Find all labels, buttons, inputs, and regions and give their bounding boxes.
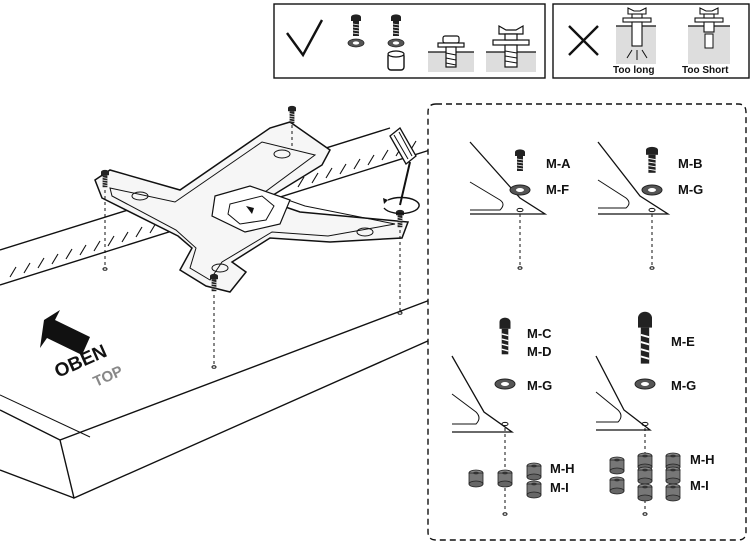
label-m-h-2: M-H bbox=[690, 452, 715, 467]
label-m-f: M-F bbox=[546, 182, 569, 197]
too-short-icon bbox=[688, 7, 730, 64]
mounting-plate bbox=[94, 105, 410, 369]
detail-mc-md: M-C M-D M-G M-H M-I bbox=[451, 316, 575, 516]
too-long-icon bbox=[616, 7, 656, 64]
incorrect-usage-panel: Too long Too Short bbox=[552, 3, 750, 79]
label-m-g-1: M-G bbox=[678, 182, 703, 197]
too-short-label: Too Short bbox=[682, 65, 729, 76]
check-icon bbox=[286, 19, 324, 58]
detail-ma-mf: M-A M-F bbox=[469, 141, 571, 270]
cross-icon bbox=[568, 25, 599, 56]
detail-me: M-E M-G M-H M-I bbox=[595, 310, 715, 516]
label-m-c: M-C bbox=[527, 326, 552, 341]
label-m-i-1: M-I bbox=[550, 480, 569, 495]
label-m-d: M-D bbox=[527, 344, 552, 359]
detail-panel: M-A M-F M-B M-G M- bbox=[427, 103, 747, 541]
label-m-g-3: M-G bbox=[671, 378, 696, 393]
label-m-a: M-A bbox=[546, 156, 571, 171]
up-arrow-icon bbox=[40, 310, 90, 355]
label-m-i-2: M-I bbox=[690, 478, 709, 493]
detail-mb-mg: M-B M-G bbox=[597, 141, 703, 270]
label-m-g-2: M-G bbox=[527, 378, 552, 393]
too-long-label: Too long bbox=[613, 65, 654, 76]
screw-washer-spacer-icon bbox=[387, 13, 405, 71]
label-m-h-1: M-H bbox=[550, 461, 575, 476]
label-m-b: M-B bbox=[678, 156, 703, 171]
screwdriver-icon bbox=[383, 127, 420, 215]
correct-depth-icon-2 bbox=[486, 24, 536, 72]
label-m-e: M-E bbox=[671, 334, 695, 349]
correct-depth-icon-1 bbox=[428, 35, 474, 72]
correct-usage-panel bbox=[273, 3, 546, 79]
